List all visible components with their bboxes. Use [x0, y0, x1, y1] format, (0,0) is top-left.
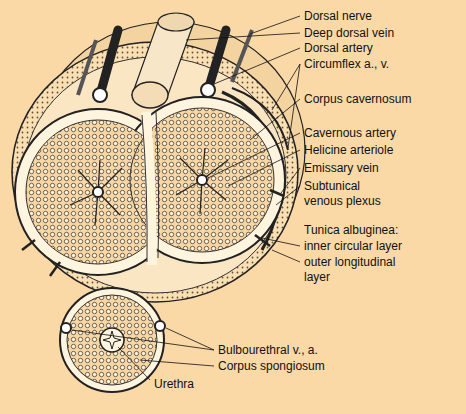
part-label: Corpus cavernosum — [304, 92, 411, 107]
part-label: Bulbourethral v., a. — [218, 343, 318, 358]
part-label: Cavernous artery — [304, 126, 396, 141]
part-label: Dorsal nerve — [304, 9, 372, 24]
part-label: Tunica albuginea: — [304, 223, 398, 238]
part-label: Dorsal artery — [304, 41, 373, 56]
part-label: Emissary vein — [304, 161, 379, 176]
part-label: Circumflex a., v. — [304, 57, 389, 72]
part-label: Subtunical venous plexus — [304, 179, 399, 209]
part-label: Corpus spongiosum — [218, 359, 325, 374]
part-label: Urethra — [154, 377, 194, 392]
part-label: inner circular layer — [304, 239, 402, 254]
part-label: outer longitudinal layer — [304, 255, 414, 285]
part-label: Helicine arteriole — [304, 143, 393, 158]
part-label: Deep dorsal vein — [304, 26, 394, 41]
